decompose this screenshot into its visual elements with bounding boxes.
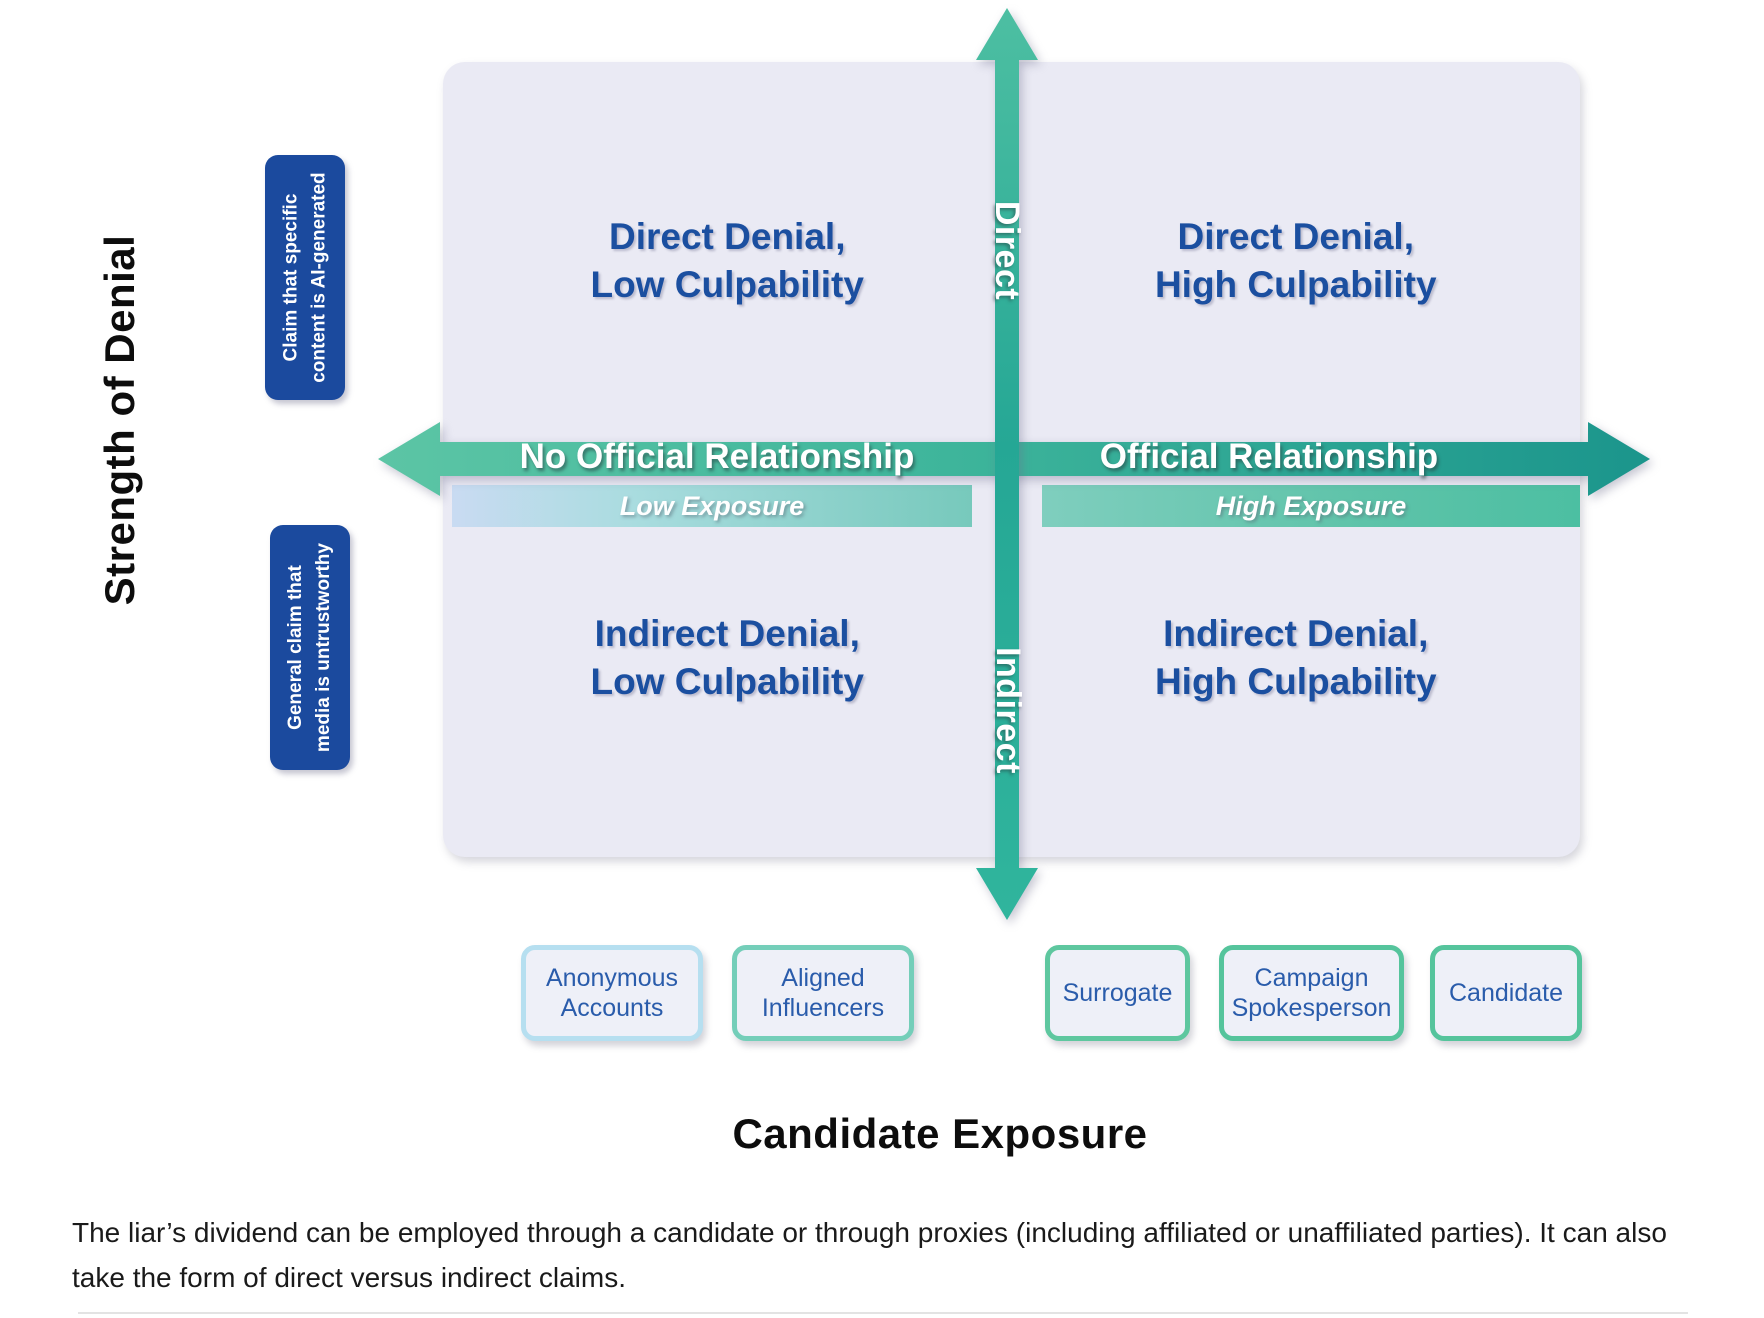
denial-tag-untrustworthy: General claim that media is untrustworth… xyxy=(270,525,350,770)
actor-chip-candidate: Candidate xyxy=(1430,945,1582,1041)
denial-tag-ai-generated-line2: content is AI-generated xyxy=(308,172,330,383)
quadrant-bottom-left-line1: Indirect Denial, xyxy=(594,613,860,655)
quadrant-top-left: Direct Denial, Low Culpability xyxy=(443,62,1012,460)
liars-dividend-quadrant-figure: Strength of Denial Direct Denial, Low Cu… xyxy=(96,8,1650,1157)
horizontal-divider xyxy=(78,1312,1688,1314)
denial-tag-ai-generated-line1: Claim that specific xyxy=(280,193,302,362)
quadrant-top-right: Direct Denial, High Culpability xyxy=(1012,62,1581,460)
x-axis-title: Candidate Exposure xyxy=(732,1110,1148,1157)
denial-tag-untrustworthy-line1: General claim that xyxy=(285,565,307,730)
quadrant-bottom-right-line2: High Culpability xyxy=(1154,661,1437,703)
actor-chip-anonymous-accounts: Anonymous Accounts xyxy=(521,945,703,1041)
denial-tag-untrustworthy-line2: media is untrustworthy xyxy=(313,542,334,753)
actor-chip-campaign-spokesperson-line2: Spokesperson xyxy=(1231,994,1392,1022)
actor-chip-surrogate: Surrogate xyxy=(1045,945,1190,1041)
actor-chip-aligned-influencers-line1: Aligned xyxy=(781,963,865,992)
quadrant-bottom-left-line2: Low Culpability xyxy=(590,661,864,703)
quadrant-top-right-line2: High Culpability xyxy=(1154,263,1437,305)
quadrant-bottom-left: Indirect Denial, Low Culpability xyxy=(443,460,1012,858)
quadrant-bottom-right-line1: Indirect Denial, xyxy=(1163,613,1429,655)
quadrant-top-right-line1: Direct Denial, xyxy=(1177,215,1414,257)
actor-chip-anonymous-accounts-line2: Accounts xyxy=(560,994,664,1022)
quadrant-top-left-line2: Low Culpability xyxy=(590,263,864,305)
actor-chip-anonymous-accounts-line1: Anonymous xyxy=(545,963,679,992)
actor-chip-campaign-spokesperson: Campaign Spokesperson xyxy=(1219,945,1404,1041)
actor-chip-surrogate-line1: Surrogate xyxy=(1062,978,1173,1007)
y-axis-title: Strength of Denial xyxy=(96,234,143,606)
quadrant-top-left-line1: Direct Denial, xyxy=(609,215,846,257)
figure-caption: The liar’s dividend can be employed thro… xyxy=(72,1217,1667,1294)
actor-chip-candidate-line1: Candidate xyxy=(1449,978,1563,1007)
actor-chip-campaign-spokesperson-line1: Campaign xyxy=(1254,963,1369,992)
actor-chip-aligned-influencers-line2: Influencers xyxy=(761,994,885,1022)
quadrant-bottom-right: Indirect Denial, High Culpability xyxy=(1012,460,1581,858)
actor-chip-aligned-influencers: Aligned Influencers xyxy=(732,945,914,1041)
vertical-axis-arrow-icon xyxy=(976,8,1038,920)
denial-tag-ai-generated: Claim that specific content is AI-genera… xyxy=(265,155,345,400)
